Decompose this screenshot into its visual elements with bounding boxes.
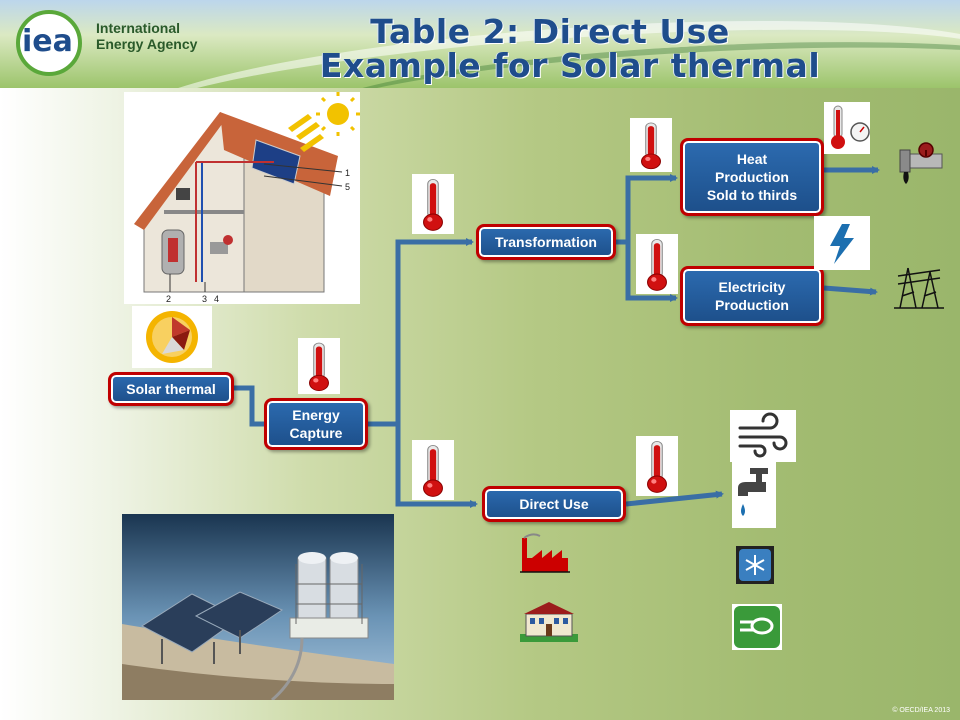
solar-thermal-label: Solar thermal [126,381,216,397]
transformation-node[interactable]: Transformation [476,224,616,260]
building-icon [520,600,578,642]
factory-icon [518,532,570,574]
solar-house-illustration: 1 5 2 3 4 [124,92,360,304]
transformation-label: Transformation [495,234,597,250]
cooling-icon [736,546,774,584]
logo-text: iea [22,24,73,59]
sun-icon [132,306,212,368]
connector-transformation-split [616,174,678,245]
connector-capture-split [368,238,474,427]
cooking-pot-icon [732,604,782,650]
electricity-production-label: Electricity Production [715,279,789,313]
header-banner: iea International Energy Agency [0,0,960,88]
iea-logo [16,10,82,76]
thermometer-icon [636,234,678,294]
lightning-icon [814,216,870,270]
house-label-4: 4 [214,294,219,304]
sun-icon [316,92,360,136]
thermometer-icon [298,338,340,394]
title-line-2: Example for Solar thermal [319,46,821,85]
connector-electricity-out [823,285,878,296]
energy-capture-label: Energy Capture [289,407,343,441]
house-label-1: 1 [345,168,350,178]
thermometer-icon [636,436,678,496]
direct-use-node[interactable]: Direct Use [482,486,626,522]
heat-production-node[interactable]: Heat Production Sold to thirds [680,138,824,216]
thermometer-icon [412,174,454,234]
heat-pipe-icon [896,140,944,186]
water-tap-icon [732,462,776,528]
electricity-production-node[interactable]: Electricity Production [680,266,824,326]
wind-icon [730,410,796,462]
solar-panels-photo [122,514,394,700]
heat-meter-icon [824,102,870,154]
thermometer-icon [630,118,672,172]
thermometer-icon [412,440,454,500]
heat-production-label: Heat Production Sold to thirds [706,151,798,203]
energy-capture-node[interactable]: Energy Capture [264,398,368,450]
connector-solar-to-capture [234,385,266,427]
direct-use-label: Direct Use [519,496,589,512]
power-pylon-icon [894,262,944,310]
org-name: International Energy Agency [96,20,198,52]
house-label-2: 2 [166,294,171,304]
house-label-5: 5 [345,182,350,192]
copyright-footer: © OECD/IEA 2013 [892,707,950,714]
title-line-1: Table 2: Direct Use [370,12,730,51]
house-label-3: 3 [202,294,207,304]
solar-thermal-node[interactable]: Solar thermal [108,372,234,406]
